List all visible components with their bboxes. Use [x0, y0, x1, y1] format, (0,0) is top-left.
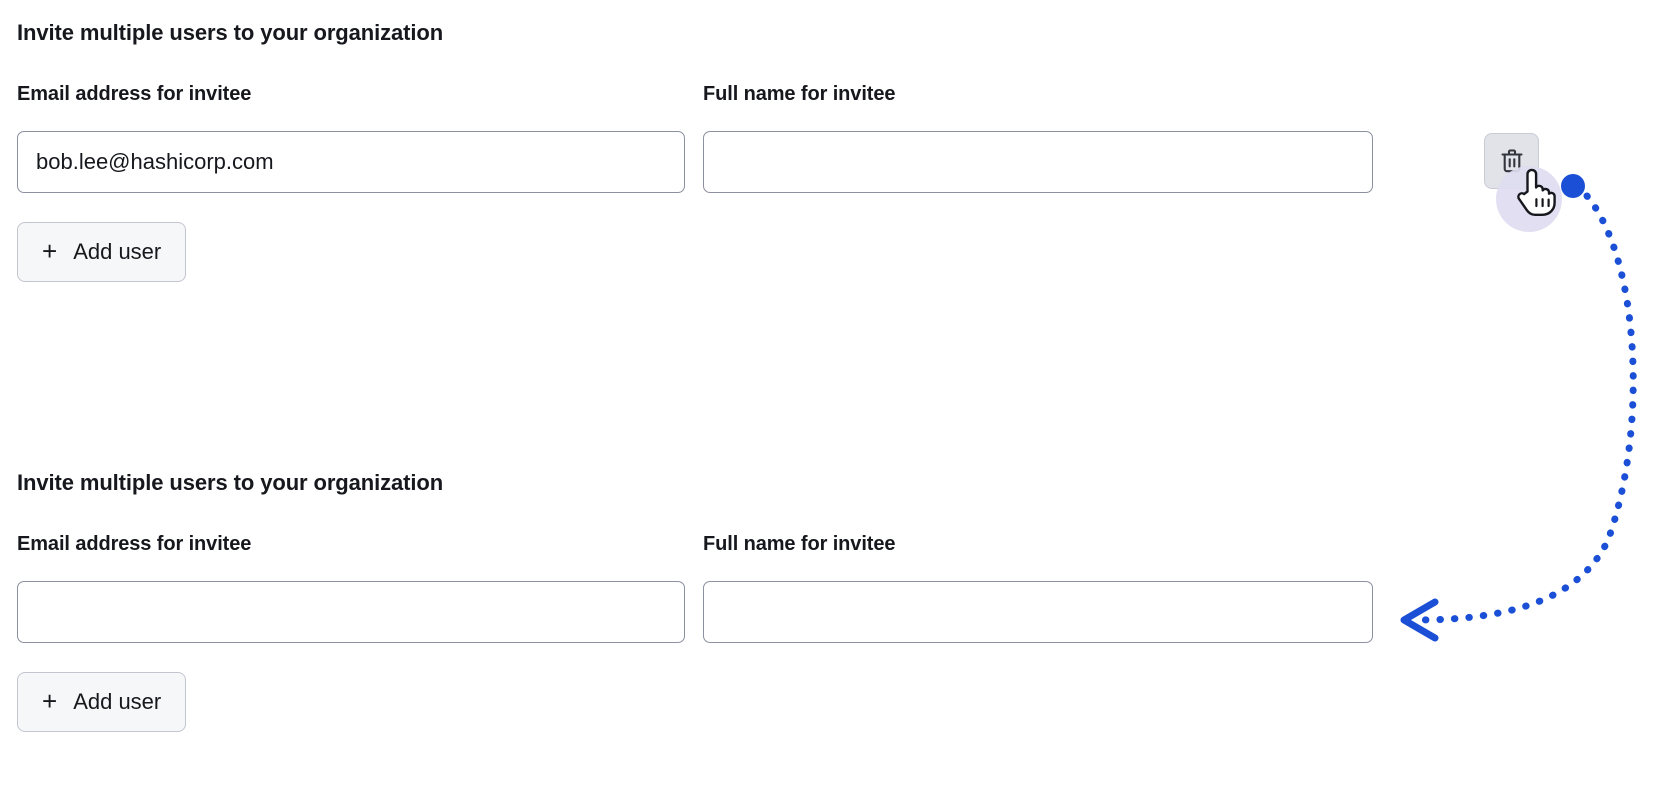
add-user-button[interactable]: + Add user	[17, 222, 187, 282]
click-dot	[1561, 174, 1585, 198]
add-user-button-secondary[interactable]: + Add user	[17, 672, 187, 732]
fullname-input-secondary[interactable]	[703, 581, 1373, 643]
email-field-label: Email address for invitee	[17, 83, 252, 105]
dotted-curved-arrow	[1411, 192, 1637, 624]
email-input[interactable]	[17, 131, 685, 193]
add-user-label: Add user	[73, 239, 162, 264]
email-input-secondary[interactable]	[17, 581, 685, 643]
pointing-hand-cursor	[1514, 165, 1558, 217]
page-title-secondary: Invite multiple users to your organizati…	[17, 470, 444, 495]
plus-icon: +	[42, 686, 58, 716]
page-title: Invite multiple users to your organizati…	[17, 20, 444, 45]
fullname-field-label-secondary: Full name for invitee	[703, 533, 896, 555]
arrow-left-head	[1400, 598, 1439, 642]
fullname-field-label: Full name for invitee	[703, 83, 896, 105]
plus-icon: +	[42, 236, 58, 266]
fullname-input[interactable]	[703, 131, 1373, 193]
email-field-label-secondary: Email address for invitee	[17, 533, 252, 555]
add-user-label: Add user	[73, 689, 162, 714]
